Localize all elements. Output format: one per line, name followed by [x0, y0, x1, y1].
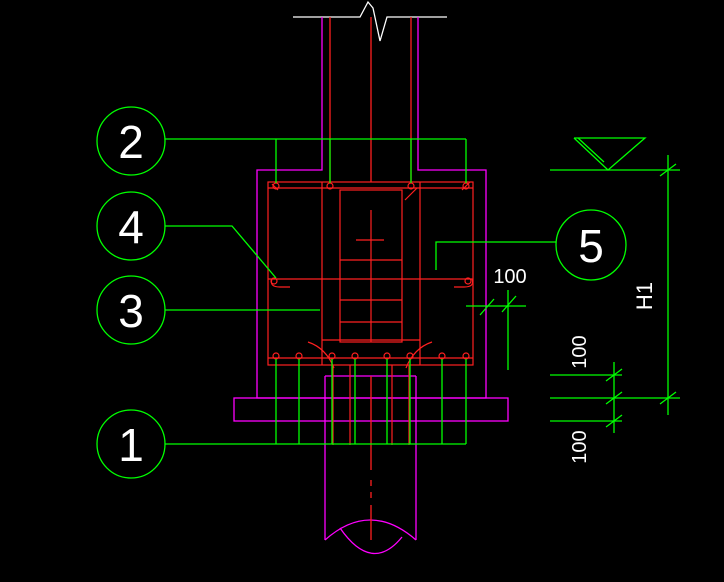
bar-spacing-label: 100	[493, 266, 526, 288]
callout-1: 1	[96, 409, 166, 479]
pile-anchor-bar	[405, 341, 433, 369]
dim-vertical-spacing: 100 100	[550, 335, 623, 464]
hook	[461, 181, 471, 191]
callout-label: 2	[118, 116, 144, 168]
leaders	[165, 138, 556, 445]
dim-bar-spacing: 100	[466, 266, 527, 370]
pile-anchor-bar	[307, 341, 335, 369]
top-break-line	[293, 0, 447, 42]
callout-label: 4	[118, 201, 144, 253]
hook	[454, 278, 474, 288]
outer-stirrup	[267, 181, 474, 366]
middle-rebar-dots	[270, 277, 472, 285]
callout-label: 5	[578, 220, 604, 272]
upper-spacing-label: 100	[569, 335, 591, 368]
callout-label: 1	[118, 419, 144, 471]
pile	[324, 375, 417, 554]
pile-break-lower	[339, 527, 403, 554]
rebar-cage	[267, 181, 474, 445]
dim-height: H1	[550, 155, 680, 415]
callout-label: 3	[118, 285, 144, 337]
hook	[404, 187, 418, 201]
dowel-bars	[275, 359, 467, 444]
height-label: H1	[632, 282, 657, 310]
callout-5: 5	[555, 209, 627, 281]
column	[293, 0, 447, 182]
leader-4	[165, 225, 277, 279]
elevation-mark	[550, 137, 680, 171]
callout-3: 3	[96, 275, 166, 345]
hook	[270, 278, 290, 288]
callout-4: 4	[96, 191, 166, 261]
pile-break-upper	[324, 519, 417, 541]
lower-spacing-label: 100	[569, 430, 591, 463]
leader-5	[435, 241, 556, 270]
callout-2: 2	[96, 106, 166, 176]
